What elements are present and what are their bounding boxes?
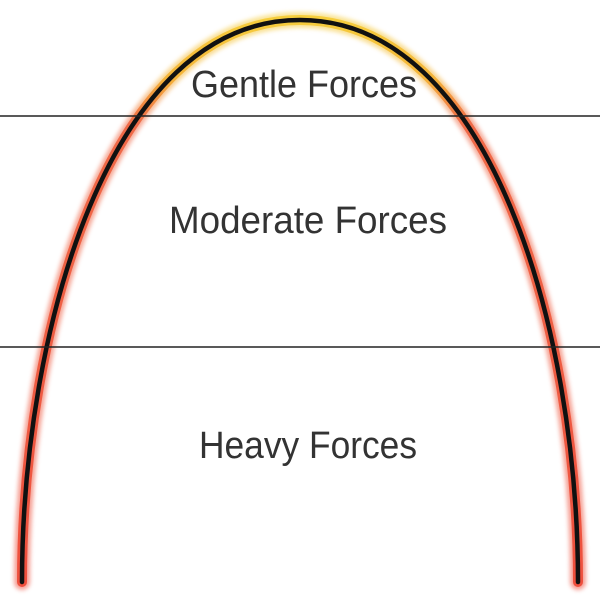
zone-label-gentle: Gentle Forces (191, 64, 417, 106)
arch-wire (19, 17, 581, 585)
zone-label-heavy: Heavy Forces (199, 425, 417, 467)
zone-label-moderate: Moderate Forces (169, 200, 447, 242)
